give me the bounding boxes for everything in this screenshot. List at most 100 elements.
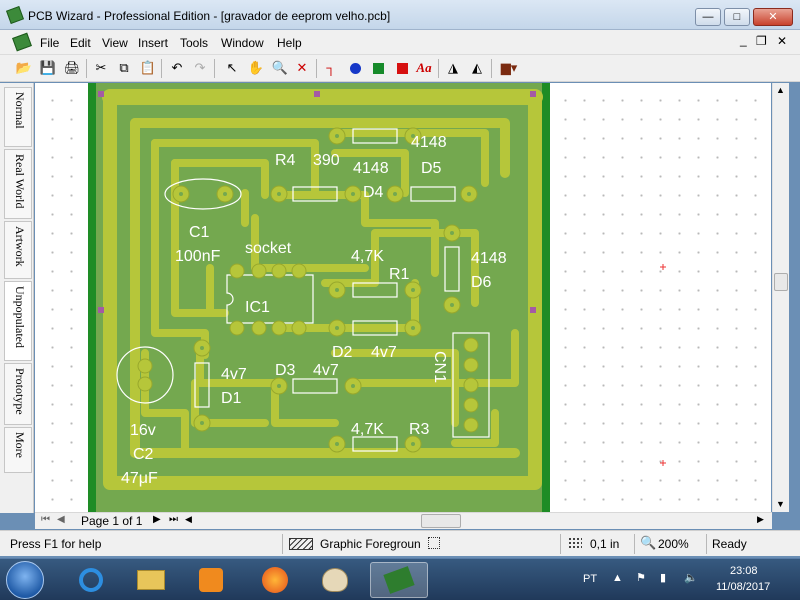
- vertical-scrollbar[interactable]: ▲ ▼: [772, 83, 789, 512]
- label-d5: D5: [421, 160, 442, 177]
- menu-insert[interactable]: Insert: [138, 36, 169, 50]
- copy-icon[interactable]: ⧉: [119, 60, 129, 75]
- undo-icon[interactable]: ↶: [171, 60, 183, 75]
- last-page-icon[interactable]: ⏭: [169, 514, 178, 525]
- pan-icon[interactable]: ✋: [247, 60, 265, 75]
- label-d5-value: 4148: [411, 134, 447, 151]
- label-c2: C2: [133, 446, 154, 463]
- toolbar-separator: [316, 59, 317, 78]
- zoom-icon[interactable]: 🔍: [271, 60, 289, 75]
- component-pads: [137, 127, 479, 453]
- pad-icon[interactable]: [345, 58, 365, 78]
- tab-artwork[interactable]: Artwork: [4, 221, 32, 279]
- tray-expand-icon[interactable]: ▲: [612, 572, 623, 584]
- grid-cross-markers: [660, 264, 666, 466]
- tab-normal[interactable]: Normal: [4, 87, 32, 147]
- label-r4-value: 390: [313, 152, 340, 169]
- toolbar-separator: [438, 59, 439, 78]
- action-center-icon[interactable]: ⚑: [636, 572, 646, 584]
- status-bar: Press F1 for help Graphic Foregroun 0,1 …: [0, 530, 800, 556]
- close-button[interactable]: ✕: [753, 8, 793, 26]
- doc-restore-button[interactable]: ❐: [756, 34, 767, 48]
- prev-page-icon[interactable]: ◀: [57, 514, 65, 525]
- label-d4: D4: [363, 184, 384, 201]
- internet-explorer-icon[interactable]: [62, 562, 120, 598]
- text-icon[interactable]: Aa: [416, 60, 432, 75]
- menu-tools[interactable]: Tools: [180, 36, 209, 50]
- print-icon[interactable]: 🖨: [63, 60, 81, 75]
- doc-close-button[interactable]: ✕: [777, 34, 788, 48]
- pcb-canvas[interactable]: R4 390 4148 D4 4148 D5 C1 100nF socket 4…: [35, 83, 771, 512]
- hatch-icon: [289, 538, 313, 550]
- scroll-right-arrow-icon[interactable]: ▶: [757, 514, 764, 524]
- zoom-magnifier-icon: 🔍: [640, 535, 657, 550]
- first-page-icon[interactable]: ⏮: [41, 514, 50, 525]
- menu-file[interactable]: File: [40, 36, 60, 50]
- label-d3: D3: [275, 362, 296, 379]
- scroll-down-arrow-icon[interactable]: ▼: [776, 499, 785, 509]
- cut-icon[interactable]: ✂: [95, 60, 107, 75]
- toolbar: 📂 💾 🖨 ✂ ⧉ 📋 ↶ ↷ ↖ ✋ 🔍 ✕ ┐ Aa ◮ ◭ ▆▾: [0, 55, 800, 82]
- start-button[interactable]: [6, 561, 44, 599]
- copper-traces: [102, 89, 543, 490]
- window-title: PCB Wizard - Professional Edition - [gra…: [28, 9, 391, 23]
- firefox-icon[interactable]: [246, 562, 304, 598]
- toolbar-separator: [214, 59, 215, 78]
- rotate-icon[interactable]: ◭: [472, 60, 482, 75]
- square-pad-icon[interactable]: [368, 58, 388, 78]
- redo-icon[interactable]: ↷: [194, 60, 206, 75]
- minimize-button[interactable]: —: [695, 8, 721, 26]
- menu-window[interactable]: Window: [221, 36, 264, 50]
- label-d6-value: 4148: [471, 250, 507, 267]
- file-explorer-icon[interactable]: [122, 562, 180, 598]
- next-page-icon[interactable]: ▶: [153, 514, 161, 525]
- scroll-left-arrow-icon[interactable]: ◀: [185, 514, 192, 524]
- tab-unpopulated[interactable]: Unpopulated: [4, 281, 32, 361]
- doc-minimize-button[interactable]: _: [740, 33, 747, 47]
- label-d6: D6: [471, 274, 492, 291]
- layer-options-icon[interactable]: [428, 537, 440, 549]
- media-player-icon[interactable]: [182, 562, 240, 598]
- pcb-board[interactable]: R4 390 4148 D4 4148 D5 C1 100nF socket 4…: [35, 83, 771, 512]
- language-indicator[interactable]: PT: [583, 573, 598, 585]
- tab-prototype[interactable]: Prototype: [4, 363, 32, 425]
- label-d4-value: 4148: [353, 160, 389, 177]
- label-d2: D2: [332, 344, 353, 361]
- menu-view[interactable]: View: [102, 36, 128, 50]
- label-r1: R1: [389, 266, 410, 283]
- select-icon[interactable]: ↖: [226, 60, 238, 75]
- rectangle-icon[interactable]: [392, 58, 412, 78]
- network-icon[interactable]: ▮: [660, 572, 667, 584]
- pad-holes: [179, 134, 471, 446]
- menu-edit[interactable]: Edit: [70, 36, 91, 50]
- menu-help[interactable]: Help: [277, 36, 302, 50]
- clock-date[interactable]: 11/08/2017: [716, 581, 771, 593]
- status-divider: [282, 534, 283, 554]
- scroll-thumb[interactable]: [774, 273, 788, 291]
- status-divider: [706, 534, 707, 554]
- paint-icon[interactable]: [306, 562, 364, 598]
- clock-time[interactable]: 23:08: [730, 565, 758, 577]
- board-edge-right: [542, 83, 550, 512]
- component-icon[interactable]: ▆▾: [500, 60, 518, 75]
- page-indicator: Page 1 of 1: [81, 514, 143, 528]
- label-r4: R4: [275, 152, 296, 169]
- app-icon: [6, 6, 24, 24]
- paste-icon[interactable]: 📋: [139, 60, 157, 75]
- component-labels: R4 390 4148 D4 4148 D5 C1 100nF socket 4…: [121, 134, 507, 487]
- pcb-wizard-taskbar-icon[interactable]: [370, 562, 428, 598]
- status-help: Press F1 for help: [10, 537, 102, 551]
- save-icon[interactable]: 💾: [39, 60, 57, 75]
- scroll-up-arrow-icon[interactable]: ▲: [776, 85, 785, 95]
- horizontal-scroll-thumb[interactable]: [421, 514, 461, 528]
- status-ready: Ready: [712, 537, 747, 551]
- maximize-button[interactable]: □: [724, 8, 750, 26]
- tab-real-world[interactable]: Real World: [4, 149, 32, 219]
- tab-more[interactable]: More: [4, 427, 32, 473]
- track-icon[interactable]: ┐: [326, 60, 336, 75]
- open-icon[interactable]: 📂: [15, 60, 33, 75]
- delete-icon[interactable]: ✕: [296, 60, 308, 75]
- mirror-icon[interactable]: ◮: [448, 60, 458, 75]
- label-ic1: IC1: [245, 299, 270, 316]
- volume-icon[interactable]: 🔈: [684, 572, 698, 584]
